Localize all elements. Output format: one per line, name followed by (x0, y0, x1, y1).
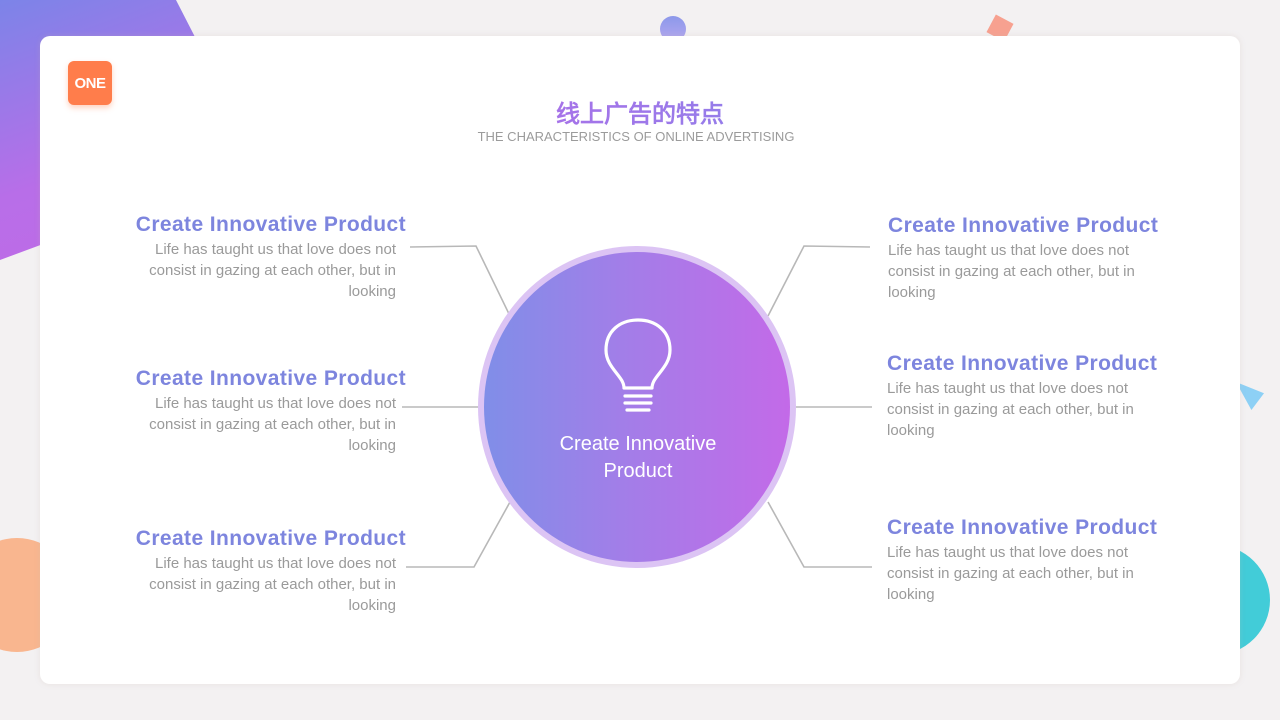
feature-left-bottom: Create Innovative Product Life has taugh… (126, 527, 406, 616)
connector-left-bottom (406, 501, 511, 568)
connector-right-top (767, 245, 871, 317)
feature-left-top: Create Innovative Product Life has taugh… (126, 213, 406, 302)
feature-title: Create Innovative Product (135, 527, 406, 550)
feature-right-middle: Create Innovative Product Life has taugh… (887, 352, 1167, 441)
hub-circle (484, 252, 790, 562)
lightbulb-icon (604, 318, 672, 412)
connector-left-top (409, 245, 511, 317)
feature-description: Life has taught us that love does not co… (888, 242, 1135, 301)
page-title: 线上广告的特点 (440, 94, 840, 129)
feature-right-top: Create Innovative Product Life has taugh… (888, 214, 1168, 303)
feature-description: Life has taught us that love does not co… (887, 380, 1134, 439)
feature-description: Life has taught us that love does not co… (149, 241, 396, 300)
feature-title: Create Innovative Product (887, 352, 1158, 375)
feature-left-middle: Create Innovative Product Life has taugh… (126, 367, 406, 456)
feature-title: Create Innovative Product (135, 213, 406, 236)
feature-right-bottom: Create Innovative Product Life has taugh… (887, 516, 1167, 605)
page-subtitle: THE CHARACTERISTICS OF ONLINE ADVERTISIN… (477, 129, 795, 144)
feature-description: Life has taught us that love does not co… (887, 544, 1134, 603)
feature-title: Create Innovative Product (135, 367, 406, 390)
feature-title: Create Innovative Product (888, 214, 1159, 237)
feature-description: Life has taught us that love does not co… (149, 555, 396, 614)
feature-description: Life has taught us that love does not co… (149, 395, 396, 454)
hub-label: Create Innovative Product (559, 433, 717, 482)
connector-right-bottom (767, 501, 872, 568)
feature-title: Create Innovative Product (887, 516, 1158, 539)
section-badge: ONE (68, 61, 112, 105)
